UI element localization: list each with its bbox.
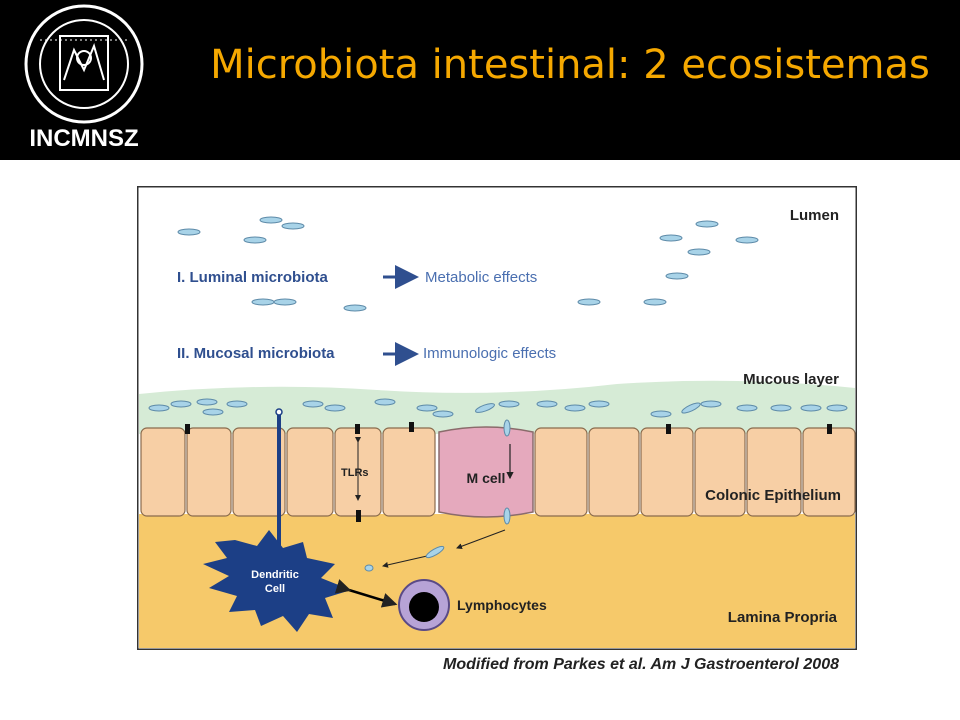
dendritic-label-1: Dendritic	[251, 569, 299, 581]
mucosal-effect-label: Immunologic effects	[423, 345, 556, 362]
tlr-receptors	[185, 422, 832, 522]
mucosal-bacteria	[148, 398, 848, 418]
lamina-propria-label: Lamina Propria	[728, 609, 838, 626]
dendritic-label-2: Cell	[265, 583, 285, 595]
mucosal-label: II. Mucosal microbiota	[177, 345, 335, 362]
lymphocyte-nucleus	[409, 592, 439, 622]
luminal-effect-label: Metabolic effects	[425, 269, 537, 286]
luminal-bacteria	[177, 216, 759, 312]
lymphocytes-label: Lymphocytes	[457, 597, 547, 613]
mucous-layer-label: Mucous layer	[743, 371, 839, 388]
incmnsz-logo: INCMNSZ	[24, 4, 144, 152]
dendritic-cell	[203, 530, 351, 632]
lumen-label: Lumen	[790, 207, 839, 224]
dc-lymphocyte-arrow	[334, 579, 398, 608]
source-caption: Modified from Parkes et al. Am J Gastroe…	[443, 656, 839, 673]
antigen-arrow-2	[382, 555, 428, 568]
colonic-epithelium	[140, 427, 856, 517]
antigen-arrow-1	[456, 529, 506, 550]
m-cell-label: M cell	[467, 470, 506, 486]
microbiota-diagram: TLRs Dendritic Cell	[137, 186, 857, 650]
luminal-label: I. Luminal microbiota	[177, 269, 329, 286]
logo-text: INCMNSZ	[29, 125, 138, 152]
header-bar: INCMNSZ Microbiota intestinal: 2 ecosist…	[0, 0, 960, 160]
tlrs-label: TLRs	[341, 467, 369, 479]
slide-title: Microbiota intestinal: 2 ecosistemas	[210, 42, 930, 88]
colonic-epithelium-label: Colonic Epithelium	[705, 487, 841, 504]
mucous-layer	[139, 380, 855, 434]
